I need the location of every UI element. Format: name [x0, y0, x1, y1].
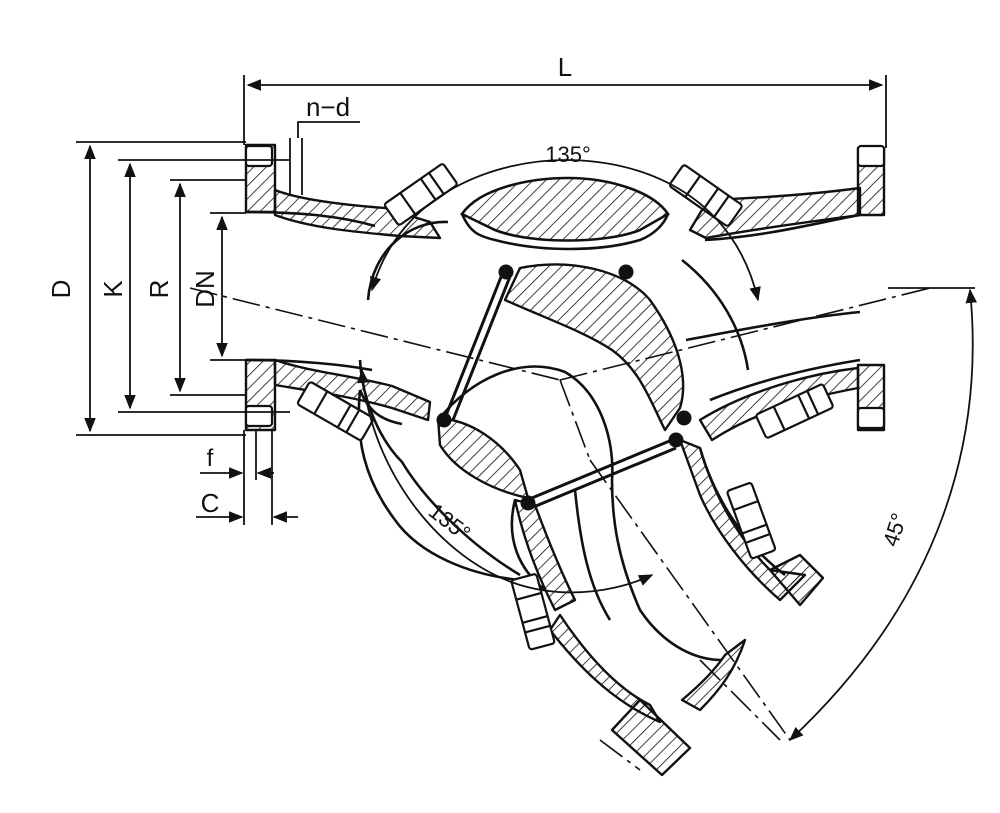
label-D: D — [46, 280, 76, 299]
label-DN: DN — [190, 270, 220, 308]
label-angle-branch: 45° — [878, 510, 912, 549]
top-bonnet — [460, 176, 670, 242]
label-f: f — [207, 445, 214, 472]
seat-partition — [503, 263, 685, 432]
label-L: L — [558, 52, 572, 82]
lower-partition — [436, 416, 530, 500]
right-flange — [856, 146, 886, 432]
upper-wall-left — [273, 188, 442, 240]
left-flange — [244, 143, 277, 432]
label-C: C — [201, 488, 220, 518]
outlet-flange — [610, 698, 692, 777]
arc-top-135 — [369, 159, 761, 302]
label-n-d: n−d — [306, 92, 350, 122]
dimension-lines — [76, 75, 978, 741]
centerlines — [189, 287, 931, 771]
arc-bottom-135 — [357, 368, 654, 594]
dim-n-d — [297, 121, 360, 138]
label-angle-bottom: 135° — [424, 498, 475, 546]
label-R: R — [144, 280, 174, 299]
label-angle-top: 135° — [545, 142, 591, 167]
label-K: K — [98, 280, 128, 298]
arc-branch-45 — [788, 288, 978, 741]
